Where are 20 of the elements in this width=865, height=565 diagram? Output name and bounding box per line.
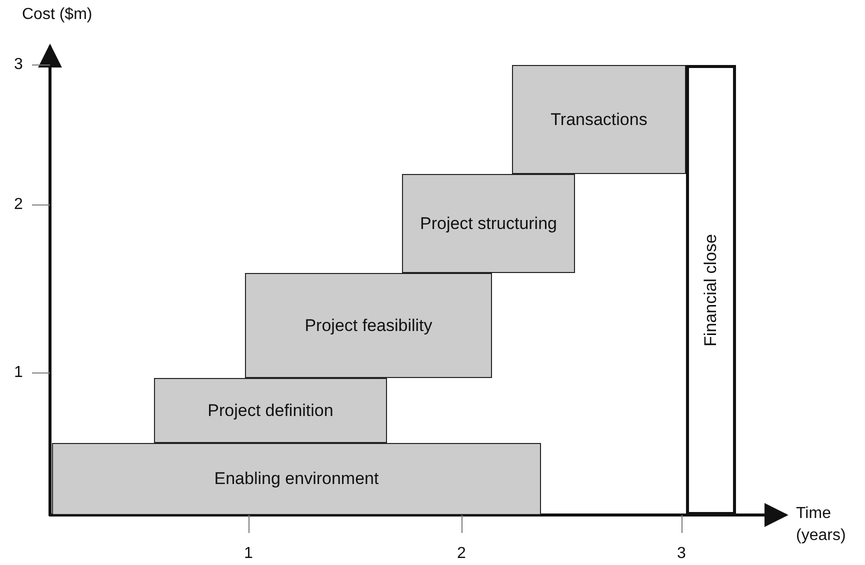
phase-label: Financial close <box>700 234 721 346</box>
phase-label: Project structuring <box>419 214 558 234</box>
phase-box <box>512 65 686 174</box>
phase-box <box>245 273 492 378</box>
axis-title: Time (years) <box>796 504 847 546</box>
phase-label: Project feasibility <box>304 316 434 336</box>
phase-label: Transactions <box>550 110 648 130</box>
milestone-bar <box>686 65 736 515</box>
phase-box <box>52 443 541 515</box>
tick-label: 1 <box>244 545 253 563</box>
tick-label: 1 <box>14 364 23 382</box>
phase-label: Project definition <box>206 400 334 420</box>
phase-label: Enabling environment <box>213 469 380 489</box>
axis-title: Cost ($m) <box>22 6 92 24</box>
tick-label: 2 <box>457 545 466 563</box>
tick-label: 3 <box>14 56 23 74</box>
tick-label: 2 <box>14 196 23 214</box>
phase-box <box>402 174 575 273</box>
phase-box <box>154 378 387 443</box>
tick-label: 3 <box>677 545 686 563</box>
